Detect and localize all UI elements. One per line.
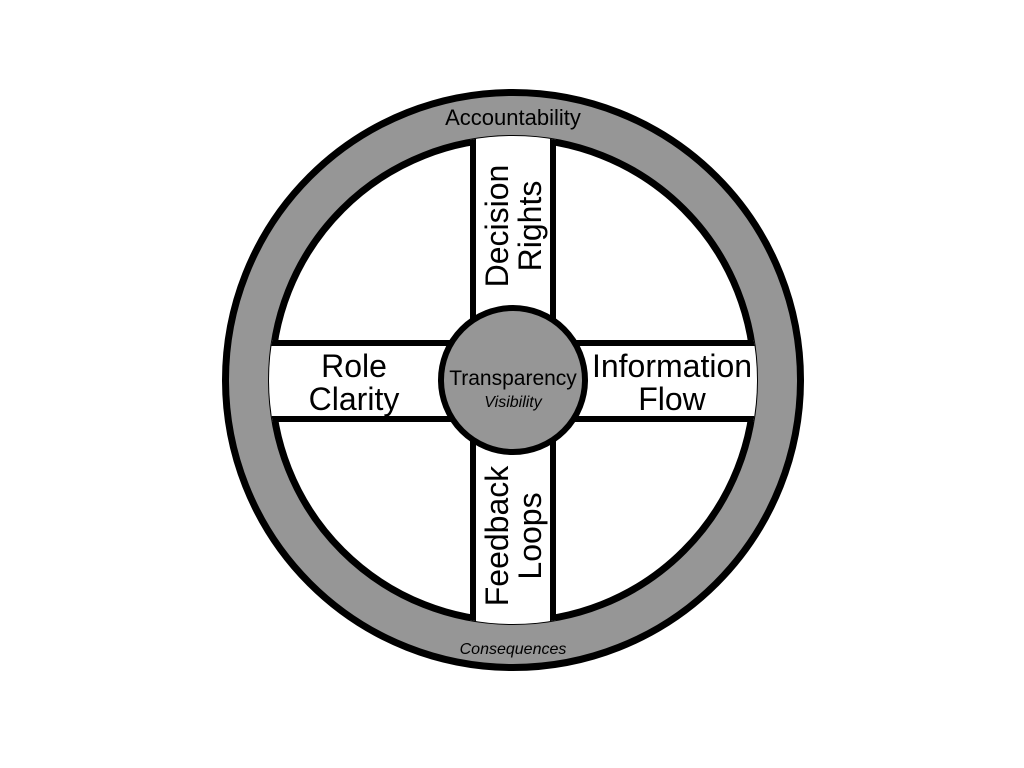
spoke-bottom-line2: Loops: [512, 492, 548, 579]
spoke-top-line2: Rights: [512, 181, 548, 272]
spoke-right-line2: Flow: [638, 381, 706, 417]
hub-label: Transparency: [449, 367, 577, 390]
spoke-right-label: Information Flow: [592, 348, 752, 417]
spoke-left-label: Role Clarity: [309, 348, 400, 417]
hub-sublabel: Visibility: [484, 394, 543, 411]
spoke-top-line1: Decision: [479, 165, 515, 288]
hub-circle: [438, 305, 588, 455]
spoke-right-line1: Information: [592, 348, 752, 384]
rim-bottom-label: Consequences: [460, 641, 567, 658]
spoke-top-label: Decision Rights: [479, 165, 548, 288]
spoke-bottom-line1: Feedback: [479, 465, 515, 607]
spoke-left-line2: Clarity: [309, 381, 400, 417]
spoke-bottom-label: Feedback Loops: [479, 465, 548, 607]
spoke-left-line1: Role: [321, 348, 387, 384]
rim-top-label: Accountability: [445, 105, 581, 130]
